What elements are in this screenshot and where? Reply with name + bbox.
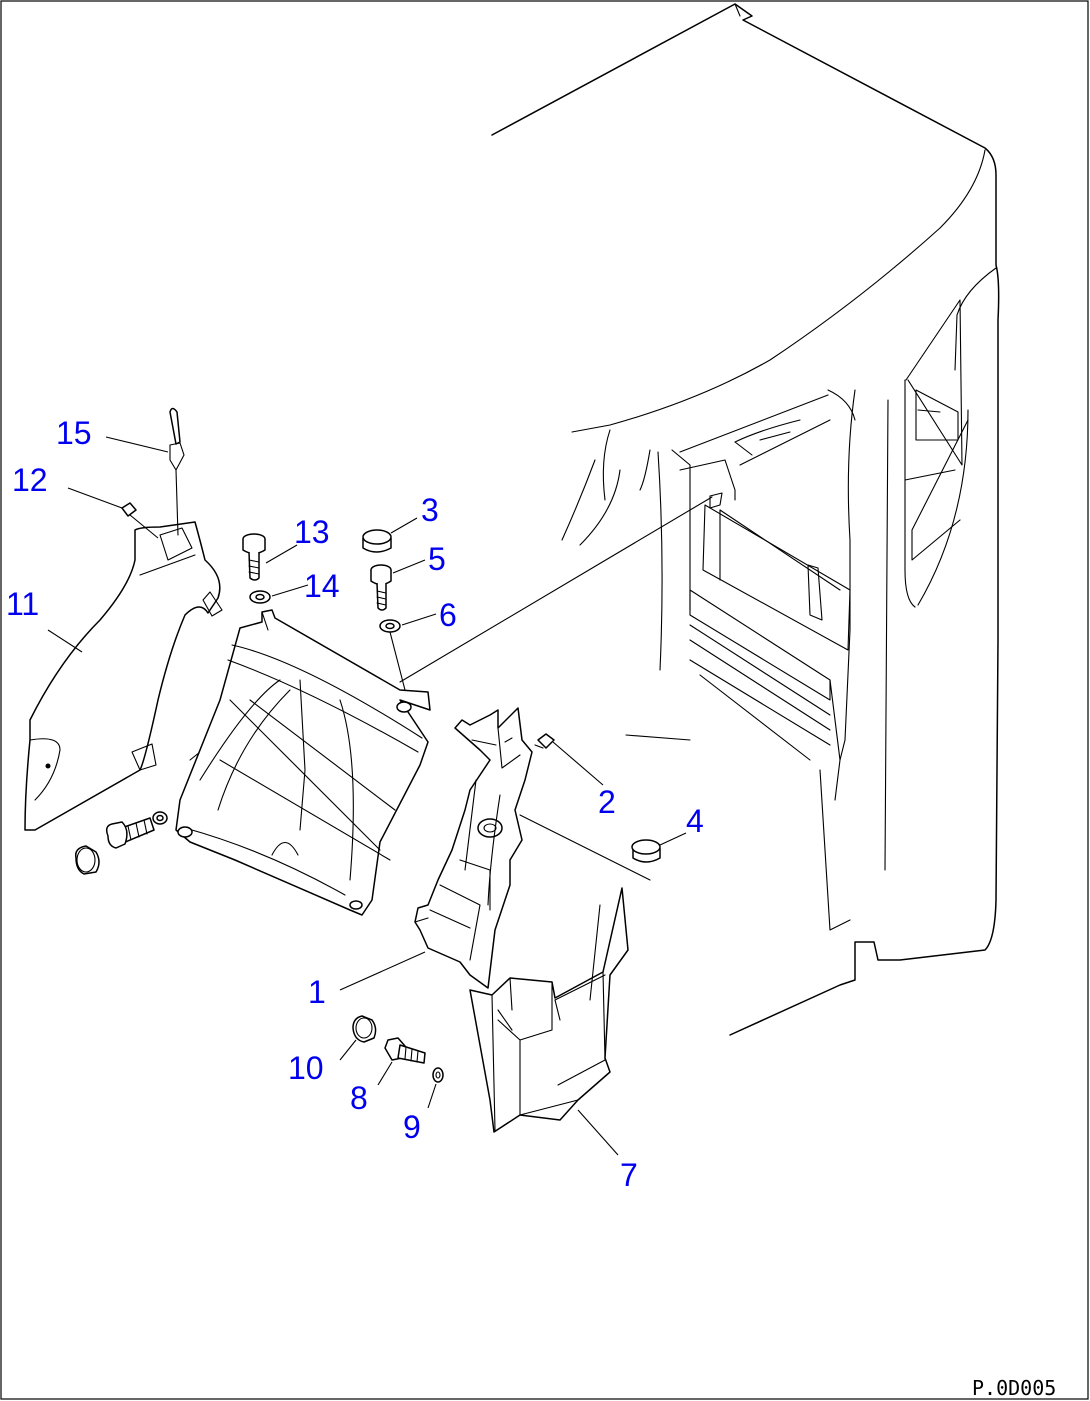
reference-line: [399, 496, 713, 683]
callout-8: 8: [350, 1080, 368, 1116]
callout-11: 11: [6, 586, 39, 622]
part-5-bolt: [370, 564, 392, 611]
callout-7: 7: [620, 1157, 638, 1193]
part-13-bolt: [242, 533, 266, 581]
callout-2: 2: [598, 784, 616, 820]
centre-cover-panel: [175, 609, 431, 916]
callout-14: 14: [304, 568, 340, 604]
part-2-bolt: [534, 733, 555, 749]
part-12-clip: [121, 502, 137, 517]
part-9-washer: [432, 1067, 444, 1083]
part-11-left-cover: [24, 521, 223, 831]
part-10-nut: [352, 1015, 377, 1043]
part-3-cap: [362, 529, 392, 553]
callout-13: 13: [294, 514, 330, 550]
part-1-duct: [414, 707, 533, 989]
drawing-code: P.0D005: [972, 1376, 1056, 1400]
callout-3: 3: [421, 492, 439, 528]
part-6-washer: [379, 619, 406, 691]
callout-6: 6: [439, 597, 457, 633]
callout-15: 15: [56, 415, 92, 451]
part-4-cap: [631, 839, 661, 863]
callout-4: 4: [686, 803, 704, 839]
part-8-bolt: [384, 1037, 426, 1064]
callout-labels: 1 2 3 4 5 6 7 8 9 10 11 12 13 14 15: [6, 415, 704, 1193]
callout-10: 10: [288, 1050, 324, 1086]
part-15-strap: [169, 407, 185, 536]
callout-1: 1: [308, 974, 326, 1010]
callout-9: 9: [403, 1109, 421, 1145]
lower-left-fasteners: [74, 811, 168, 875]
cab-outline: [491, 3, 1000, 1036]
callout-12: 12: [12, 462, 48, 498]
callout-5: 5: [428, 541, 446, 577]
part-14-washer: [249, 590, 271, 604]
leader-lines: [47, 436, 687, 1156]
reference-line: [519, 814, 651, 881]
part-7-lower-cover: [469, 887, 629, 1133]
